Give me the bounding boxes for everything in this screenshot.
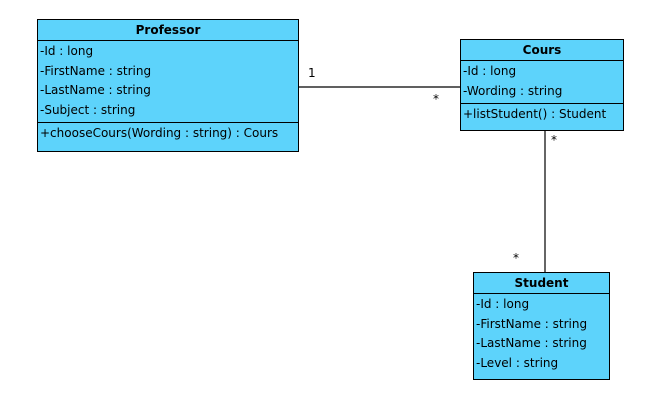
operations-cours: +listStudent() : Student	[461, 104, 623, 127]
attribute-student-firstname: -FirstName : string	[476, 316, 588, 331]
class-cours[interactable]: Cours -Id : long -Wording : string +list…	[460, 39, 624, 131]
attributes-cours: -Id : long -Wording : string	[461, 61, 623, 104]
class-name-professor: Professor	[38, 20, 298, 41]
attribute-professor-lastname: -LastName : string	[40, 83, 151, 97]
attribute-student-level: -Level : string	[476, 355, 559, 370]
operation-professor-choosecours: +chooseCours(Wording : string) : Cours	[40, 126, 279, 140]
attribute-student-id: -Id : long	[476, 297, 530, 311]
attributes-student: -Id : long -FirstName : string -LastName…	[474, 294, 609, 375]
attribute-professor-subject: -Subject : string	[40, 102, 136, 117]
class-professor[interactable]: Professor -Id : long -FirstName : string…	[37, 19, 299, 152]
class-name-student: Student	[474, 273, 609, 294]
operation-cours-liststudent: +listStudent() : Student	[463, 107, 607, 121]
class-name-cours: Cours	[461, 40, 623, 61]
attribute-student-lastname: -LastName : string	[476, 336, 587, 350]
attribute-professor-firstname: -FirstName : string	[40, 63, 152, 78]
multiplicity-cours-end-professor-assoc: *	[433, 92, 439, 106]
multiplicity-professor-end: 1	[308, 66, 316, 80]
attributes-professor: -Id : long -FirstName : string -LastName…	[38, 41, 298, 123]
multiplicity-cours-end-student-assoc: *	[551, 133, 557, 147]
operations-professor: +chooseCours(Wording : string) : Cours	[38, 123, 298, 146]
multiplicity-student-end: *	[513, 251, 519, 265]
attribute-professor-id: -Id : long	[40, 44, 94, 58]
attribute-cours-wording: -Wording : string	[463, 83, 563, 98]
attribute-cours-id: -Id : long	[463, 64, 517, 78]
class-student[interactable]: Student -Id : long -FirstName : string -…	[473, 272, 610, 380]
